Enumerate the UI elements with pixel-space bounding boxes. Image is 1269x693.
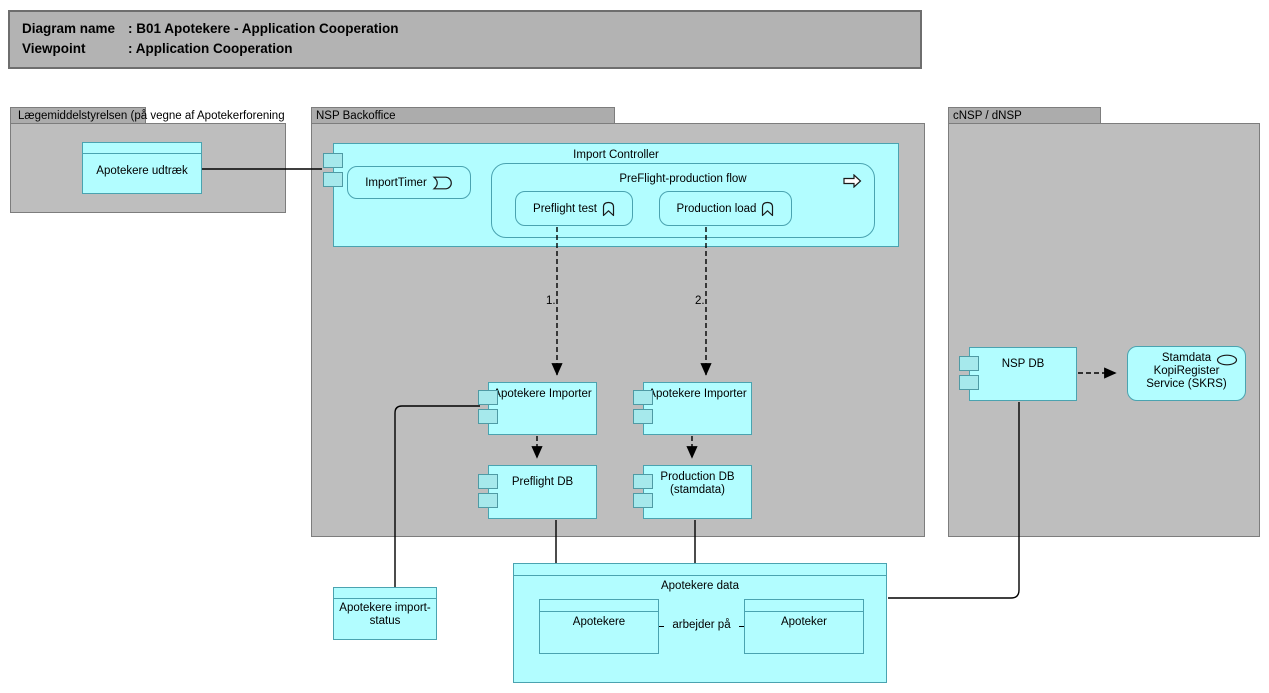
component-port <box>633 390 653 405</box>
component-port <box>478 493 498 508</box>
group-laegemiddelstyrelsen-label: Lægemiddelstyrelsen (på vegne af Apoteke… <box>18 110 285 122</box>
diagram-title-box: Diagram name : B01 Apotekere - Applicati… <box>8 10 922 69</box>
node-apotekere-object-label: Apotekere <box>572 616 626 628</box>
node-apotekere-udtraek[interactable]: Apotekere udtræk <box>82 142 202 194</box>
node-skrs-service-label: Stamdata KopiRegister Service (SKRS) <box>1146 352 1227 390</box>
component-port <box>633 493 653 508</box>
node-apotekere-import-status-label: Apotekere import-status <box>339 602 431 627</box>
data-object-band <box>514 564 886 576</box>
node-production-db[interactable]: Production DB (stamdata) <box>633 465 752 519</box>
data-object-band <box>334 588 436 599</box>
node-nsp-db-label: NSP DB <box>1001 358 1045 370</box>
group-cnsp-dnsp-body[interactable] <box>948 123 1260 537</box>
node-import-controller-label: Import Controller <box>573 149 659 161</box>
node-import-timer[interactable]: ImportTimer <box>347 166 471 199</box>
component-port <box>323 153 343 168</box>
node-preflight-db[interactable]: Preflight DB <box>478 465 597 519</box>
node-apotekere-importer-label: Apotekere Importer <box>493 388 592 400</box>
node-apotekere-import-status[interactable]: Apotekere import-status <box>333 587 437 640</box>
group-nsp-backoffice-tab[interactable]: NSP Backoffice <box>311 107 615 124</box>
group-laegemiddelstyrelsen-tab[interactable] <box>10 107 146 124</box>
group-nsp-backoffice-label: NSP Backoffice <box>316 110 396 122</box>
component-port <box>959 375 979 390</box>
data-object-band <box>83 143 201 154</box>
group-cnsp-dnsp-tab[interactable]: cNSP / dNSP <box>948 107 1101 124</box>
connector-step-label: 2. <box>695 295 705 307</box>
node-apotekere-importer-2[interactable]: Apotekere Importer <box>633 382 752 435</box>
function-icon <box>762 201 774 216</box>
node-nsp-db[interactable]: NSP DB <box>959 347 1077 401</box>
connector-arbejder-paa-label: arbejder på <box>664 619 739 631</box>
process-icon <box>843 174 862 188</box>
node-apotekere-data-label: Apotekere data <box>660 580 739 592</box>
component-port <box>478 474 498 489</box>
component-port <box>323 172 343 187</box>
node-preflight-db-label: Preflight DB <box>511 476 574 488</box>
component-port <box>633 409 653 424</box>
node-production-db-label: Production DB (stamdata) <box>660 471 735 496</box>
component-port <box>633 474 653 489</box>
node-production-load[interactable]: Production load <box>659 191 792 226</box>
node-apoteker-object[interactable]: Apoteker <box>744 599 864 654</box>
title-row-value: : Application Cooperation <box>128 41 293 56</box>
title-row-label: Diagram name <box>22 21 116 36</box>
service-icon <box>1216 354 1238 366</box>
component-port <box>478 390 498 405</box>
node-skrs-service[interactable]: Stamdata KopiRegister Service (SKRS) <box>1127 346 1246 401</box>
node-apotekere-udtraek-label: Apotekere udtræk <box>96 165 188 177</box>
node-production-load-label: Production load <box>676 202 757 215</box>
node-preflight-test-label: Preflight test <box>533 202 597 215</box>
title-row-value: : B01 Apotekere - Application Cooperatio… <box>128 21 399 36</box>
event-icon <box>432 176 452 189</box>
data-object-band <box>540 600 658 612</box>
node-preflight-test[interactable]: Preflight test <box>515 191 633 226</box>
group-cnsp-dnsp-label: cNSP / dNSP <box>953 110 1022 122</box>
component-port <box>959 356 979 371</box>
component-port <box>478 409 498 424</box>
node-apotekere-data[interactable]: Apotekere data arbejder på Apotekere Apo… <box>513 563 887 683</box>
node-apotekere-importer-label: Apotekere Importer <box>648 388 747 400</box>
node-apotekere-object[interactable]: Apotekere <box>539 599 659 654</box>
node-apoteker-object-label: Apoteker <box>780 616 828 628</box>
data-object-band <box>745 600 863 612</box>
connector-step-label: 1. <box>546 295 556 307</box>
function-icon <box>602 201 615 216</box>
node-apotekere-importer-1[interactable]: Apotekere Importer <box>478 382 597 435</box>
title-row-label: Viewpoint <box>22 41 86 56</box>
node-preflight-production-flow-label: PreFlight-production flow <box>619 173 747 185</box>
node-import-timer-label: ImportTimer <box>365 176 427 189</box>
